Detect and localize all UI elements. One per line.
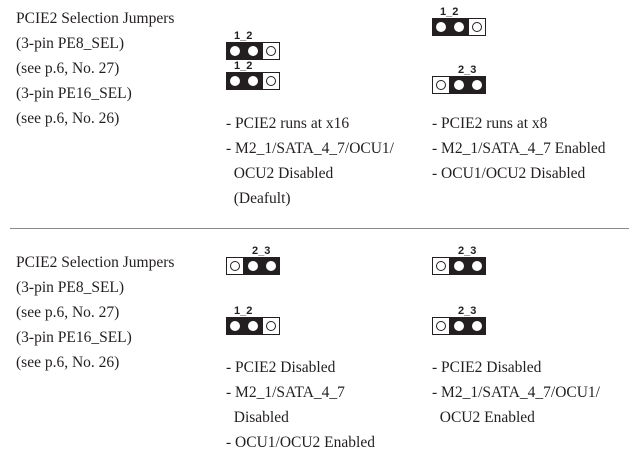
jumper-diagram-1-2: 1_2: [226, 60, 282, 90]
jumper-diagram-2-3: 2_3: [432, 64, 488, 94]
jumper-pins: [226, 72, 280, 90]
jumper-label: 2_3: [252, 245, 271, 257]
section-divider: [10, 228, 629, 229]
pin-closed: [450, 76, 468, 94]
jumper-pins: [432, 18, 486, 36]
pin-closed: [244, 257, 262, 275]
pin-closed: [226, 42, 244, 60]
jumper-pins: [432, 76, 486, 94]
description-line: OCU2 Disabled: [226, 165, 334, 182]
heading-line: (3-pin PE8_SEL): [16, 35, 125, 52]
config-description: - PCIE2 runs at x8 - M2_1/SATA_4_7 Enabl…: [432, 111, 606, 186]
pin-open: [226, 257, 244, 275]
description-line: - PCIE2 Disabled: [432, 359, 542, 376]
pin-closed: [468, 257, 486, 275]
jumper-diagram-1-2: 1_2: [432, 6, 488, 36]
description-line: - M2_1/SATA_4_7/OCU1/: [432, 384, 600, 401]
description-line: - PCIE2 Disabled: [226, 359, 336, 376]
heading-line: (3-pin PE16_SEL): [16, 85, 132, 102]
heading-line: (3-pin PE8_SEL): [16, 279, 125, 296]
jumper-label: 2_3: [458, 245, 477, 257]
pin-open: [262, 42, 280, 60]
pin-open: [432, 76, 450, 94]
jumper-label: 1_2: [440, 6, 459, 18]
jumper-label: 2_3: [458, 305, 477, 317]
jumper-diagram-1-2: 1_2: [226, 305, 282, 335]
pin-open: [262, 317, 280, 335]
jumper-pins: [226, 42, 280, 60]
heading-line: (see p.6, No. 27): [16, 60, 120, 77]
description-line: - M2_1/SATA_4_7: [226, 384, 345, 401]
section2-heading: PCIE2 Selection Jumpers (3-pin PE8_SEL) …: [16, 250, 174, 375]
pin-closed: [450, 257, 468, 275]
pin-closed: [244, 72, 262, 90]
section1-heading: PCIE2 Selection Jumpers (3-pin PE8_SEL) …: [16, 6, 174, 131]
heading-line: PCIE2 Selection Jumpers: [16, 254, 175, 271]
pin-closed: [226, 72, 244, 90]
pin-open: [262, 72, 280, 90]
pin-open: [432, 257, 450, 275]
jumper-label: 1_2: [234, 30, 253, 42]
jumper-pins: [432, 317, 486, 335]
heading-line: (3-pin PE16_SEL): [16, 329, 132, 346]
jumper-pins: [226, 257, 280, 275]
description-line: - M2_1/SATA_4_7 Enabled: [432, 140, 606, 157]
description-line: - OCU1/OCU2 Disabled: [432, 165, 586, 182]
pin-closed: [244, 42, 262, 60]
pin-closed: [262, 257, 280, 275]
description-line: - PCIE2 runs at x16: [226, 115, 350, 132]
config-description: - PCIE2 runs at x16 - M2_1/SATA_4_7/OCU1…: [226, 111, 394, 211]
pin-closed: [450, 317, 468, 335]
jumper-diagram-1-2: 1_2: [226, 30, 282, 60]
pin-closed: [468, 317, 486, 335]
pin-closed: [450, 18, 468, 36]
heading-line: PCIE2 Selection Jumpers: [16, 10, 175, 27]
description-line: - OCU1/OCU2 Enabled: [226, 434, 375, 451]
pin-closed: [226, 317, 244, 335]
jumper-label: 2_3: [458, 64, 477, 76]
jumper-diagram-2-3: 2_3: [432, 305, 488, 335]
pin-closed: [244, 317, 262, 335]
jumper-pins: [432, 257, 486, 275]
heading-line: (see p.6, No. 26): [16, 354, 120, 371]
jumper-diagram-2-3: 2_3: [226, 245, 282, 275]
jumper-label: 1_2: [234, 60, 253, 72]
pin-closed: [468, 76, 486, 94]
description-line: Disabled: [226, 409, 289, 426]
jumper-diagram-2-3: 2_3: [432, 245, 488, 275]
description-line: - M2_1/SATA_4_7/OCU1/: [226, 140, 394, 157]
jumper-pins: [226, 317, 280, 335]
config-description: - PCIE2 Disabled - M2_1/SATA_4_7/OCU1/ O…: [432, 355, 600, 430]
description-line: (Deafult): [226, 190, 291, 207]
pin-open: [468, 18, 486, 36]
description-line: OCU2 Enabled: [432, 409, 535, 426]
description-line: - PCIE2 runs at x8: [432, 115, 548, 132]
pin-open: [432, 317, 450, 335]
heading-line: (see p.6, No. 26): [16, 110, 120, 127]
heading-line: (see p.6, No. 27): [16, 304, 120, 321]
jumper-label: 1_2: [234, 305, 253, 317]
config-description: - PCIE2 Disabled - M2_1/SATA_4_7 Disable…: [226, 355, 375, 455]
pin-closed: [432, 18, 450, 36]
